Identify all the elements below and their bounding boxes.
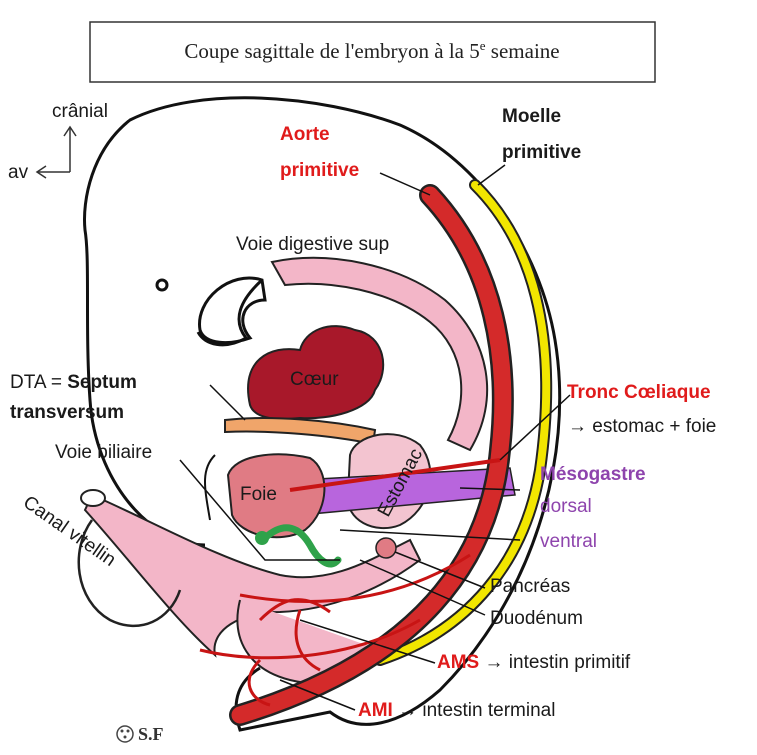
embryo-outline [83, 96, 562, 732]
orientation-arrows-icon [35, 125, 77, 179]
upper-digestive-label: Voie digestive sup [236, 234, 389, 255]
title-box: Coupe sagittale de l'embryon à la 5e sem… [89, 21, 656, 83]
bile-duct [261, 524, 342, 568]
ventral-label: ventral [540, 531, 597, 552]
celiac-trunk-desc: → estomac + foie [568, 416, 716, 437]
celiac-trunk-label: Tronc Cœliaque [567, 382, 711, 403]
heart-label: Cœur [290, 369, 339, 390]
celiac-trunk [289, 458, 501, 492]
septum-label-1: DTA = Septum [10, 372, 137, 393]
signature: S.F [138, 724, 164, 744]
aorta-label-2: primitive [280, 160, 359, 181]
mesogastrium-label: Mésogastre [540, 464, 646, 485]
aorta-label-1: Aorte [280, 124, 330, 145]
septum-label-2: transversum [10, 402, 124, 423]
sma-branches [239, 553, 471, 672]
bile-duct-label: Voie biliaire [55, 442, 152, 463]
diagram-title: Coupe sagittale de l'embryon à la 5e sem… [184, 38, 559, 63]
cranial-label: crânial [52, 101, 108, 122]
eye-icon [155, 278, 169, 292]
anterior-label: av [8, 162, 29, 183]
palette-icon [116, 725, 134, 743]
spinal-cord-label-1: Moelle [502, 106, 561, 127]
sma-label: AMS → intestin primitif [437, 652, 631, 673]
yolk-stalk-opening [80, 489, 106, 507]
septum-transversum [224, 417, 377, 446]
upper-digestive-tract [270, 256, 489, 452]
liver [226, 453, 326, 539]
leader-lines [179, 164, 571, 711]
duodenum-label: Duodénum [490, 608, 583, 629]
dorsal-label: dorsal [540, 496, 592, 517]
pancreas [375, 537, 397, 559]
ima-label: AMI → intestin terminal [358, 700, 555, 721]
ima-branches [199, 618, 421, 707]
spinal-cord-label-2: primitive [502, 142, 581, 163]
lower-gut [83, 493, 422, 658]
liver-label: Foie [240, 484, 277, 505]
heart [247, 325, 385, 420]
pancreas-label: Pancréas [490, 576, 570, 597]
